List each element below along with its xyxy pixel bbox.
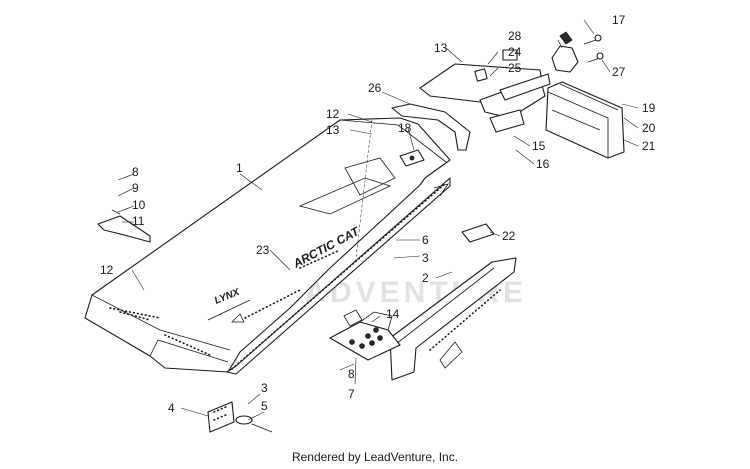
callout-3-upper: 3	[422, 251, 429, 265]
hardware-5	[235, 415, 273, 433]
callout-26: 26	[368, 81, 382, 95]
callout-17: 17	[612, 13, 626, 27]
callout-6: 6	[422, 233, 429, 247]
bumper-bracket	[389, 257, 517, 381]
callout-2: 2	[422, 271, 429, 285]
callout-21: 21	[642, 139, 656, 153]
rear-frame	[391, 49, 551, 151]
callout-11: 11	[132, 214, 145, 228]
footer-credit: Rendered by LeadVenture, Inc.	[291, 450, 459, 464]
callout-22: 22	[502, 229, 516, 243]
bracket-10	[97, 209, 151, 243]
flap-22	[461, 223, 495, 243]
callout-7: 7	[348, 387, 355, 401]
callout-9: 9	[132, 181, 139, 195]
callout-12-left: 12	[100, 263, 114, 277]
callout-20: 20	[642, 121, 656, 135]
callout-15: 15	[532, 139, 546, 153]
callout-4: 4	[168, 401, 175, 415]
callout-12-top: 12	[326, 107, 340, 121]
callout-3-lower: 3	[261, 381, 268, 395]
callout-23: 23	[256, 243, 270, 257]
tunnel-rail	[226, 177, 451, 375]
callout-13-frame: 13	[434, 41, 448, 55]
callout-13-top: 13	[326, 123, 340, 137]
callout-24: 24	[508, 45, 522, 59]
tunnel	[84, 117, 451, 373]
hardware-18	[399, 149, 425, 167]
callout-5: 5	[261, 399, 268, 413]
callout-27: 27	[612, 65, 626, 79]
callout-8-lower: 8	[348, 367, 355, 381]
callout-18: 18	[398, 121, 412, 135]
callout-16: 16	[536, 157, 550, 171]
callout-14: 14	[386, 307, 400, 321]
step-plate	[329, 309, 401, 361]
callout-19: 19	[642, 101, 656, 115]
callouts: 1 2 3 3 4 5 6 7 8 8 9 10 11 12 12 13 13 …	[100, 13, 656, 415]
callout-8-upper: 8	[132, 165, 139, 179]
reflector-plate	[207, 401, 235, 433]
leader-lines	[117, 19, 639, 421]
callout-1: 1	[236, 161, 243, 175]
hitch	[551, 31, 604, 73]
snow-flap	[545, 81, 625, 159]
callout-10: 10	[132, 198, 146, 212]
callout-28: 28	[508, 29, 522, 43]
callout-25: 25	[508, 61, 522, 75]
